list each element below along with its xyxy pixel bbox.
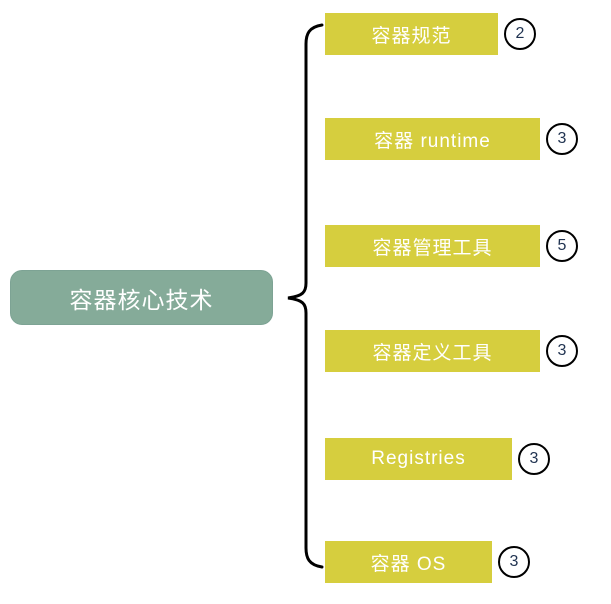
- branch-row: 容器管理工具 5: [325, 225, 578, 267]
- branch-node[interactable]: 容器管理工具: [325, 225, 540, 267]
- collapse-count-badge[interactable]: 3: [546, 335, 578, 367]
- branch-node[interactable]: 容器定义工具: [325, 330, 540, 372]
- collapse-count-badge[interactable]: 3: [518, 443, 550, 475]
- branch-row: 容器 runtime 3: [325, 118, 578, 160]
- collapse-count-badge[interactable]: 5: [546, 230, 578, 262]
- branch-row: Registries 3: [325, 438, 550, 480]
- collapse-count-badge[interactable]: 3: [546, 123, 578, 155]
- collapse-count-badge[interactable]: 2: [504, 18, 536, 50]
- branch-row: 容器规范 2: [325, 13, 536, 55]
- root-node[interactable]: 容器核心技术: [10, 270, 273, 325]
- brace-path: [287, 23, 324, 569]
- branch-row: 容器定义工具 3: [325, 330, 578, 372]
- collapse-count-badge[interactable]: 3: [498, 546, 530, 578]
- branch-node[interactable]: 容器 runtime: [325, 118, 540, 160]
- branch-row: 容器 OS 3: [325, 541, 530, 583]
- branch-node[interactable]: Registries: [325, 438, 512, 480]
- branch-node[interactable]: 容器规范: [325, 13, 498, 55]
- branch-node[interactable]: 容器 OS: [325, 541, 492, 583]
